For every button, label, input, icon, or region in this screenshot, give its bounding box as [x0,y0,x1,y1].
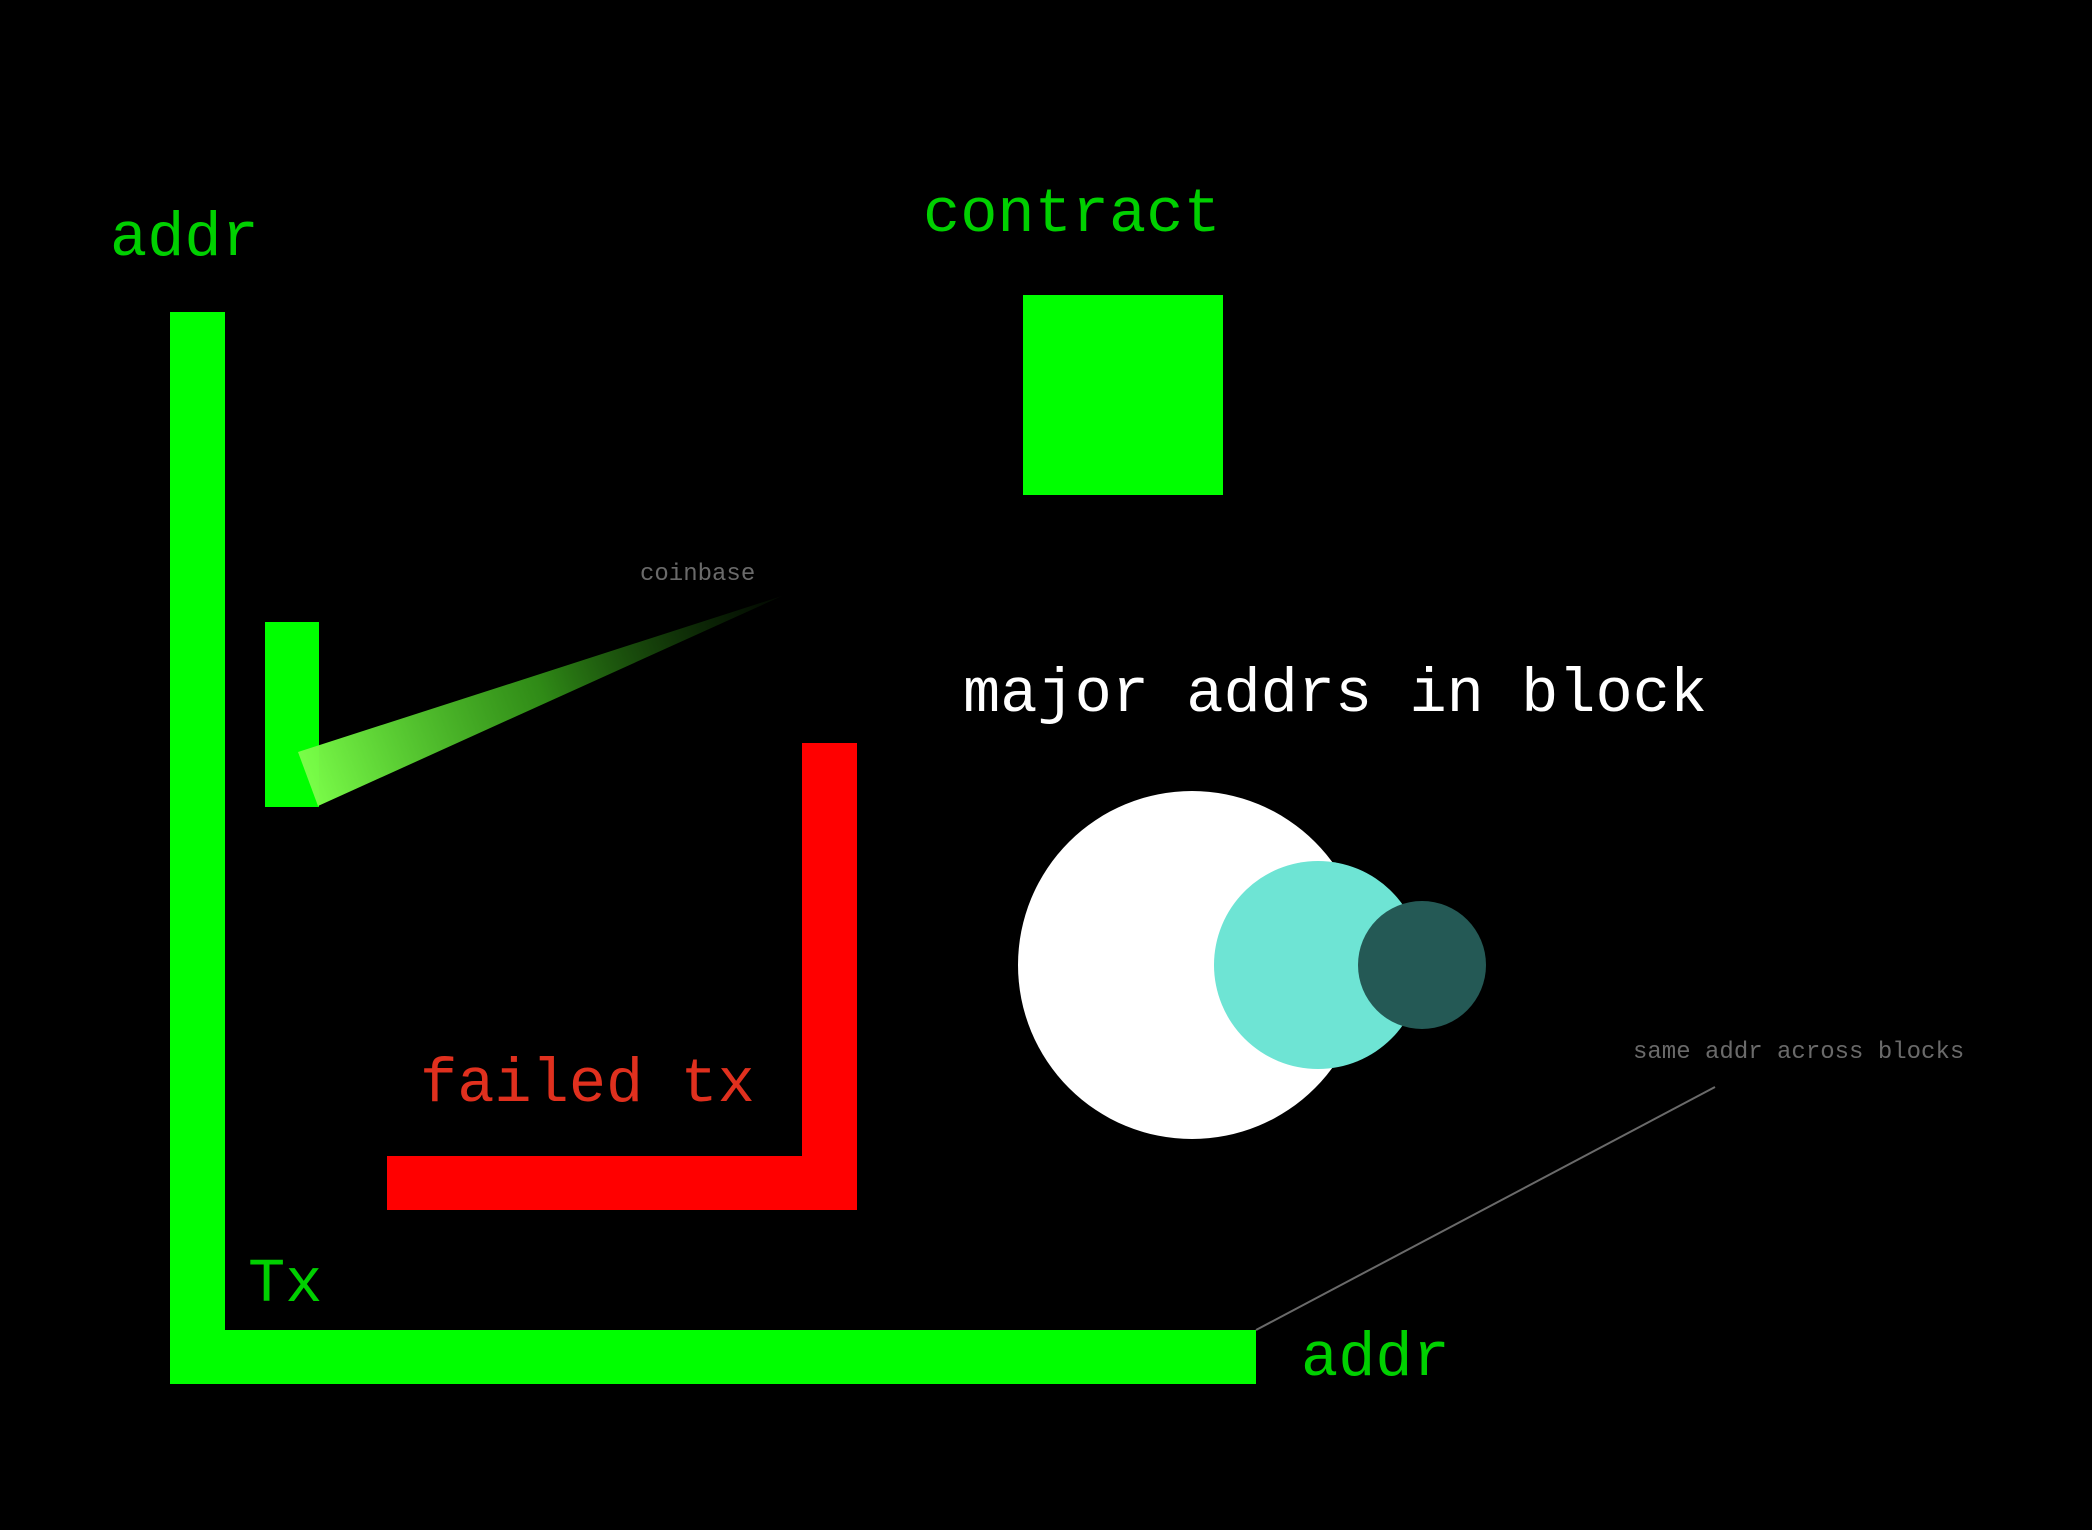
same-addr-pointer-line [1255,1086,1716,1331]
contract-square [1023,295,1223,495]
major-addr-small-circle [1358,901,1486,1029]
failed-tx-vertical-bar [802,743,857,1210]
same-addr-label: same addr across blocks [1633,1039,1965,1066]
failed-tx-label: failed tx [420,1049,755,1120]
tx-horizontal-bar [170,1330,1256,1384]
coinbase-label: coinbase [640,561,756,588]
addr-bottom-label: addr [1301,1323,1450,1394]
failed-tx-horizontal-bar [387,1156,857,1210]
contract-label: contract [923,179,1221,250]
coinbase-beam [298,596,782,806]
tx-vertical-bar [170,312,225,1384]
major-addr-medium-circle [1214,861,1422,1069]
major-addrs-label: major addrs in block [963,659,1708,730]
tx-label: Tx [248,1249,323,1320]
addr-top-label: addr [110,203,259,274]
